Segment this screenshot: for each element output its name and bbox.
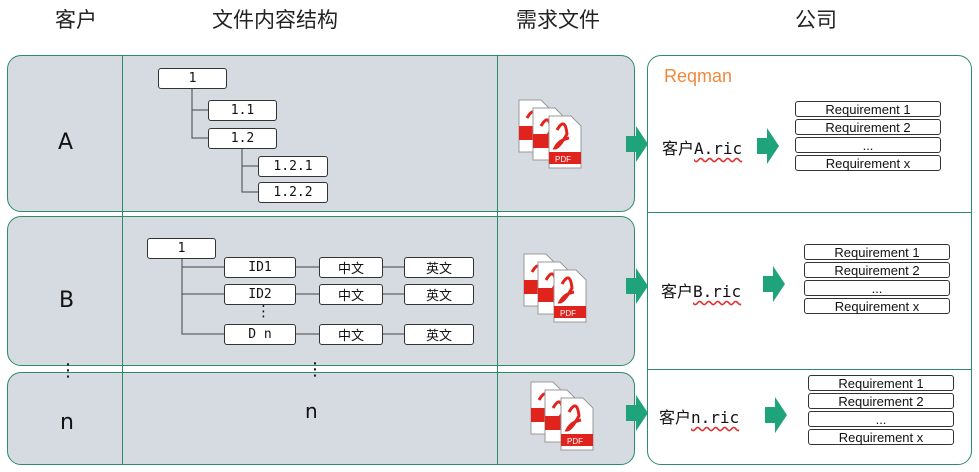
cn-node: 中文 — [319, 324, 383, 345]
company-divider — [648, 369, 971, 370]
company-brand: Reqman — [664, 66, 733, 86]
arrow-icon — [765, 397, 787, 433]
arrow-icon — [626, 126, 648, 162]
structure-n-label: n — [305, 399, 318, 423]
id-node: D n — [224, 324, 296, 345]
row-n-panel — [7, 372, 635, 465]
structure-ellipsis: ⋮ — [306, 359, 324, 380]
cn-node: 中文 — [319, 257, 383, 278]
id-ellipsis: ⋮ — [256, 302, 271, 320]
requirement-item: ... — [808, 411, 954, 427]
id-node: ID2 — [224, 284, 296, 305]
pdf-icon-group: PDF — [523, 253, 587, 323]
company-divider — [648, 212, 971, 213]
arrow-icon — [626, 268, 648, 304]
customer-n-label: n — [60, 410, 74, 435]
en-node: 英文 — [404, 284, 474, 305]
tree-node: 1.2.1 — [258, 156, 328, 177]
requirement-item: Requirement 1 — [795, 101, 941, 117]
pdf-label: PDF — [560, 309, 576, 318]
pdf-icon: PDF — [548, 115, 582, 169]
requirement-item: Requirement 1 — [804, 244, 950, 260]
ric-filename: B.ric — [693, 282, 742, 301]
tree-node: 1.1 — [208, 100, 277, 121]
customer-b-label: B — [59, 288, 75, 313]
ric-prefix: 客户 — [662, 139, 695, 158]
ric-file-n: 客户n.ric — [659, 404, 739, 428]
pdf-icon: PDF — [553, 269, 587, 323]
header-req-files: 需求文件 — [516, 8, 600, 32]
ric-prefix: 客户 — [661, 282, 694, 301]
arrow-icon — [626, 395, 648, 431]
ric-prefix: 客户 — [659, 408, 692, 427]
ric-file-b: 客户B.ric — [661, 278, 741, 302]
requirement-item: Requirement 2 — [804, 262, 950, 278]
requirement-item: Requirement x — [795, 155, 941, 171]
header-structure: 文件内容结构 — [212, 8, 338, 32]
customer-a-label: A — [58, 130, 74, 155]
requirement-item: Requirement x — [804, 298, 950, 314]
tree-node: 1 — [158, 68, 227, 89]
pdf-label: PDF — [555, 155, 571, 164]
requirement-item: Requirement 2 — [808, 393, 954, 409]
ric-file-a: 客户A.ric — [662, 135, 742, 159]
arrow-icon — [757, 128, 779, 164]
cn-node: 中文 — [319, 284, 383, 305]
en-node: 英文 — [404, 324, 474, 345]
header-company: 公司 — [795, 8, 837, 32]
requirement-item: Requirement x — [808, 429, 954, 445]
pdf-icon-group: PDF — [518, 99, 582, 169]
pdf-label: PDF — [567, 437, 583, 446]
en-node: 英文 — [404, 257, 474, 278]
pdf-icon: PDF — [560, 397, 594, 451]
ric-filename: A.ric — [694, 139, 743, 158]
tree-node: 1.2.2 — [258, 182, 328, 203]
tree-root: 1 — [147, 238, 216, 259]
requirement-item: Requirement 2 — [795, 119, 941, 135]
header-customer: 客户 — [55, 8, 97, 32]
column-divider — [497, 55, 498, 465]
requirement-item: ... — [804, 280, 950, 296]
column-divider — [122, 55, 123, 465]
arrow-icon — [763, 266, 785, 302]
tree-node: 1.2 — [208, 128, 277, 149]
pdf-icon-group: PDF — [530, 381, 594, 451]
requirement-item: Requirement 1 — [808, 375, 954, 391]
ric-filename: n.ric — [691, 408, 740, 427]
id-node: ID1 — [224, 257, 296, 278]
requirement-item: ... — [795, 137, 941, 153]
